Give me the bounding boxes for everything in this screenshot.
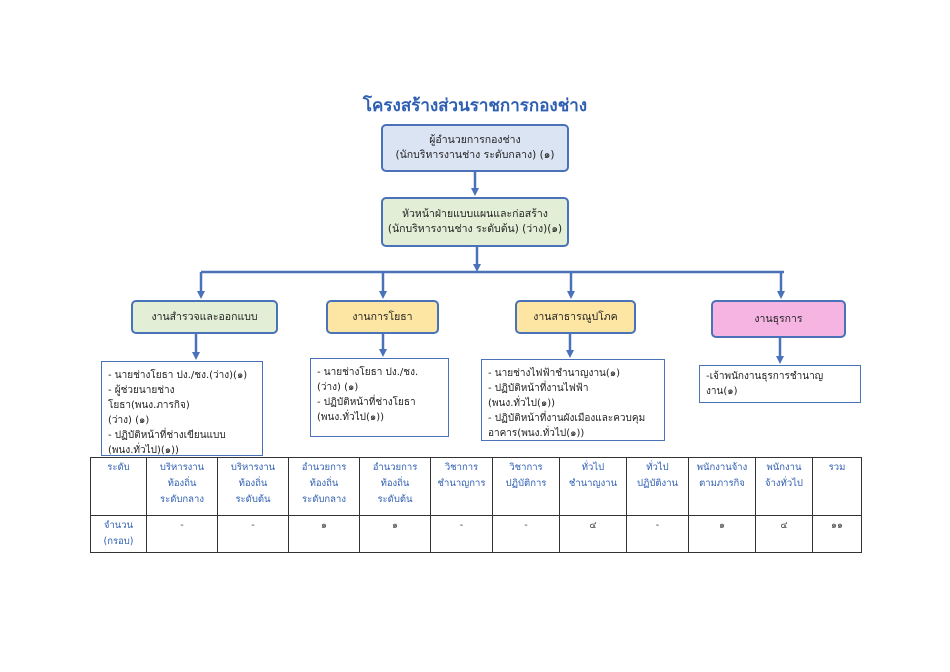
table-header-row: ระดับ บริหารงานท้องถิ่นระดับกลาง บริหารง… — [90, 457, 862, 516]
director-title: ผู้อำนวยการกองช่าง — [429, 134, 521, 146]
utility-staff-list: - นายช่างไฟฟ้าชำนาญงาน(๑) - ปฏิบัติหน้าท… — [481, 359, 665, 441]
civil-unit-label: งานการโยธา — [352, 310, 413, 323]
table-cell: ๔ — [559, 515, 627, 553]
page-title: โครงสร้างส่วนราชการกองช่าง — [362, 96, 588, 116]
civil-staff-line: - นายช่างโยธา ปง./ชง. — [317, 367, 419, 378]
head-box: หัวหน้าฝ่ายแบบแผนและก่อสร้าง (นักบริหารง… — [381, 197, 569, 247]
utility-unit-label: งานสาธารณูปโภค — [533, 310, 618, 323]
table-header-cell: พนักงานจ้างตามภารกิจ — [688, 457, 756, 516]
table-cell: ๑๑ — [812, 515, 862, 553]
survey-unit-label: งานสำรวจและออกแบบ — [151, 310, 258, 323]
civil-staff-list: - นายช่างโยธา ปง./ชง. (ว่าง) (๑) - ปฏิบั… — [310, 358, 449, 437]
survey-unit-box: งานสำรวจและออกแบบ — [131, 300, 278, 334]
table-cell: - — [217, 515, 289, 553]
table-header-cell: อำนวยการท้องถิ่นระดับต้น — [359, 457, 431, 516]
table-header-cell: ระดับ — [90, 457, 147, 516]
utility-unit-box: งานสาธารณูปโภค — [515, 300, 636, 334]
civil-staff-line: - ปฏิบัติหน้าที่ช่างโยธา — [317, 397, 416, 408]
admin-unit-box: งานธุรการ — [711, 300, 846, 338]
survey-staff-line: - ผู้ช่วยนายช่างโยธา(พนง.ภารกิจ) — [108, 385, 190, 411]
table-cell: - — [626, 515, 689, 553]
survey-staff-line: (ว่าง) (๑) — [108, 415, 150, 426]
survey-staff-line: (พนง.ทั่วไป)(๑)) — [108, 445, 179, 456]
table-header-cell: ทั่วไปปฏิบัติงาน — [626, 457, 689, 516]
admin-staff-list: -เจ้าพนักงานธุรการชำนาญงาน(๑) — [699, 365, 861, 403]
table-header-cell: วิชาการชำนาญการ — [430, 457, 493, 516]
utility-staff-line: - ปฏิบัติหน้าที่งานไฟฟ้า (พนง.ทั่วไป(๑)) — [488, 383, 589, 409]
table-cell: ๑ — [288, 515, 360, 553]
table-cell: - — [492, 515, 560, 553]
table-header-cell: อำนวยการท้องถิ่นระดับกลาง — [288, 457, 360, 516]
survey-staff-line: - ปฏิบัติหน้าที่ช่างเขียนแบบ — [108, 430, 226, 441]
table-row-label: จำนวน(กรอบ) — [90, 515, 147, 553]
civil-staff-line: (ว่าง) (๑) — [317, 382, 359, 393]
utility-staff-line: - ปฏิบัติหน้าที่งานผังเมืองและควบคุม — [488, 413, 646, 424]
head-title: หัวหน้าฝ่ายแบบแผนและก่อสร้าง — [402, 208, 548, 220]
table-cell: ๑ — [688, 515, 756, 553]
civil-unit-box: งานการโยธา — [326, 300, 439, 334]
table-row: จำนวน(กรอบ) - - ๑ ๑ - - ๔ - ๑ ๔ ๑๑ — [90, 515, 862, 553]
table-header-cell: รวม — [812, 457, 862, 516]
survey-staff-list: - นายช่างโยธา ปง./ชง.(ว่าง)(๑) - ผู้ช่วย… — [101, 361, 263, 456]
admin-staff-line: -เจ้าพนักงานธุรการชำนาญงาน(๑) — [706, 371, 824, 397]
director-subtitle: (นักบริหารงานช่าง ระดับกลาง) (๑) — [395, 149, 555, 161]
utility-staff-line: อาคาร(พนง.ทั่วไป(๑)) — [488, 428, 585, 439]
table-header-cell: บริหารงานท้องถิ่นระดับต้น — [217, 457, 289, 516]
table-header-cell: พนักงานจ้างทั่วไป — [755, 457, 813, 516]
table-cell: - — [430, 515, 493, 553]
table-cell: ๔ — [755, 515, 813, 553]
table-cell: - — [146, 515, 218, 553]
table-cell: ๑ — [359, 515, 431, 553]
table-header-cell: บริหารงานท้องถิ่นระดับกลาง — [146, 457, 218, 516]
table-header-cell: วิชาการปฏิบัติการ — [492, 457, 560, 516]
survey-staff-line: - นายช่างโยธา ปง./ชง.(ว่าง)(๑) — [108, 370, 248, 381]
table-header-cell: ทั่วไปชำนาญงาน — [559, 457, 627, 516]
director-box: ผู้อำนวยการกองช่าง (นักบริหารงานช่าง ระด… — [381, 124, 569, 172]
utility-staff-line: - นายช่างไฟฟ้าชำนาญงาน(๑) — [488, 368, 621, 379]
admin-unit-label: งานธุรการ — [754, 312, 803, 325]
head-subtitle: (นักบริหารงานช่าง ระดับต้น) (ว่าง)(๑) — [387, 223, 563, 235]
staff-count-table: ระดับ บริหารงานท้องถิ่นระดับกลาง บริหารง… — [90, 457, 862, 553]
civil-staff-line: (พนง.ทั่วไป(๑)) — [317, 412, 385, 423]
